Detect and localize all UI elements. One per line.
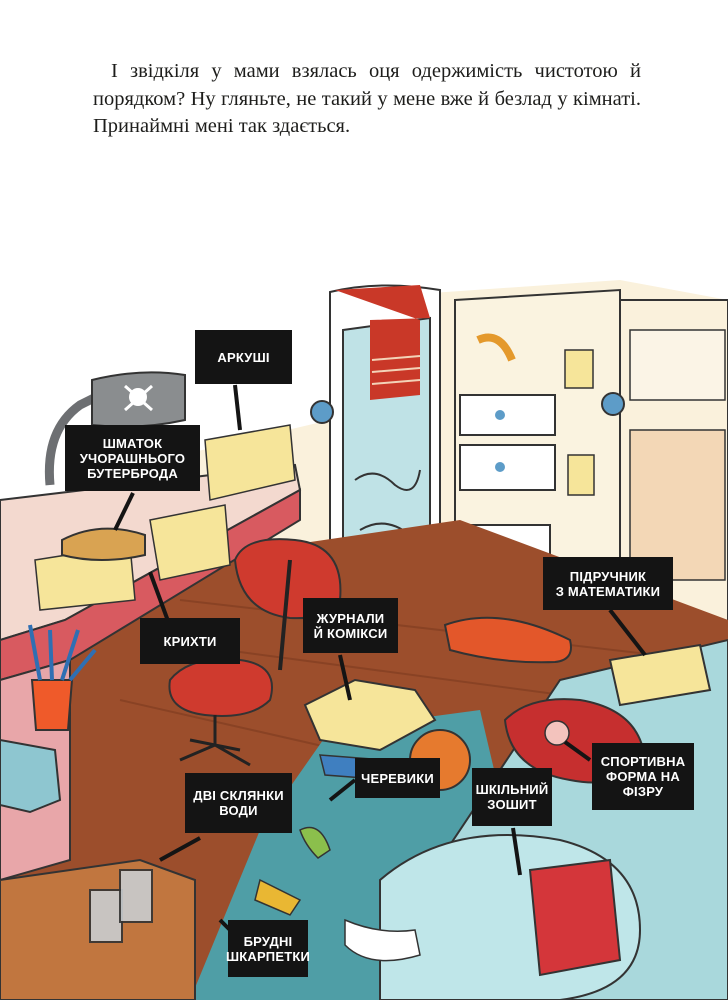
bed [379,638,728,1000]
sandwich [61,527,146,561]
skateboard [443,616,572,664]
side-table [0,858,196,1000]
socks [254,826,421,962]
floor-lamp [0,738,62,814]
label-crumbs: Крихти [140,618,240,664]
desk-lamp [44,371,186,486]
story-paragraph: І звідкіля у мами взялась оця одержиміст… [93,60,641,137]
label-glasses: Дві склянки води [185,773,292,833]
hanging-towel [335,285,430,400]
label-sheets: Аркуші [195,330,292,384]
label-magazines: Журнали й комікси [303,598,398,653]
label-sandwich: Шматок учорашнього бутерброда [65,425,200,491]
label-notebook: Шкільний зошит [472,768,552,826]
label-sport-uniform: Спортивна форма на фізру [592,743,694,810]
pencil-cup [28,624,97,731]
label-socks: Брудні шкарпетки [226,920,310,977]
story-text: І звідкіля у мами взялась оця одержиміст… [93,58,641,141]
papers [34,424,296,611]
label-shoes: Черевики [355,758,440,798]
label-math-textbook: Підручник з математики [543,557,673,610]
label-pointers [113,384,647,952]
